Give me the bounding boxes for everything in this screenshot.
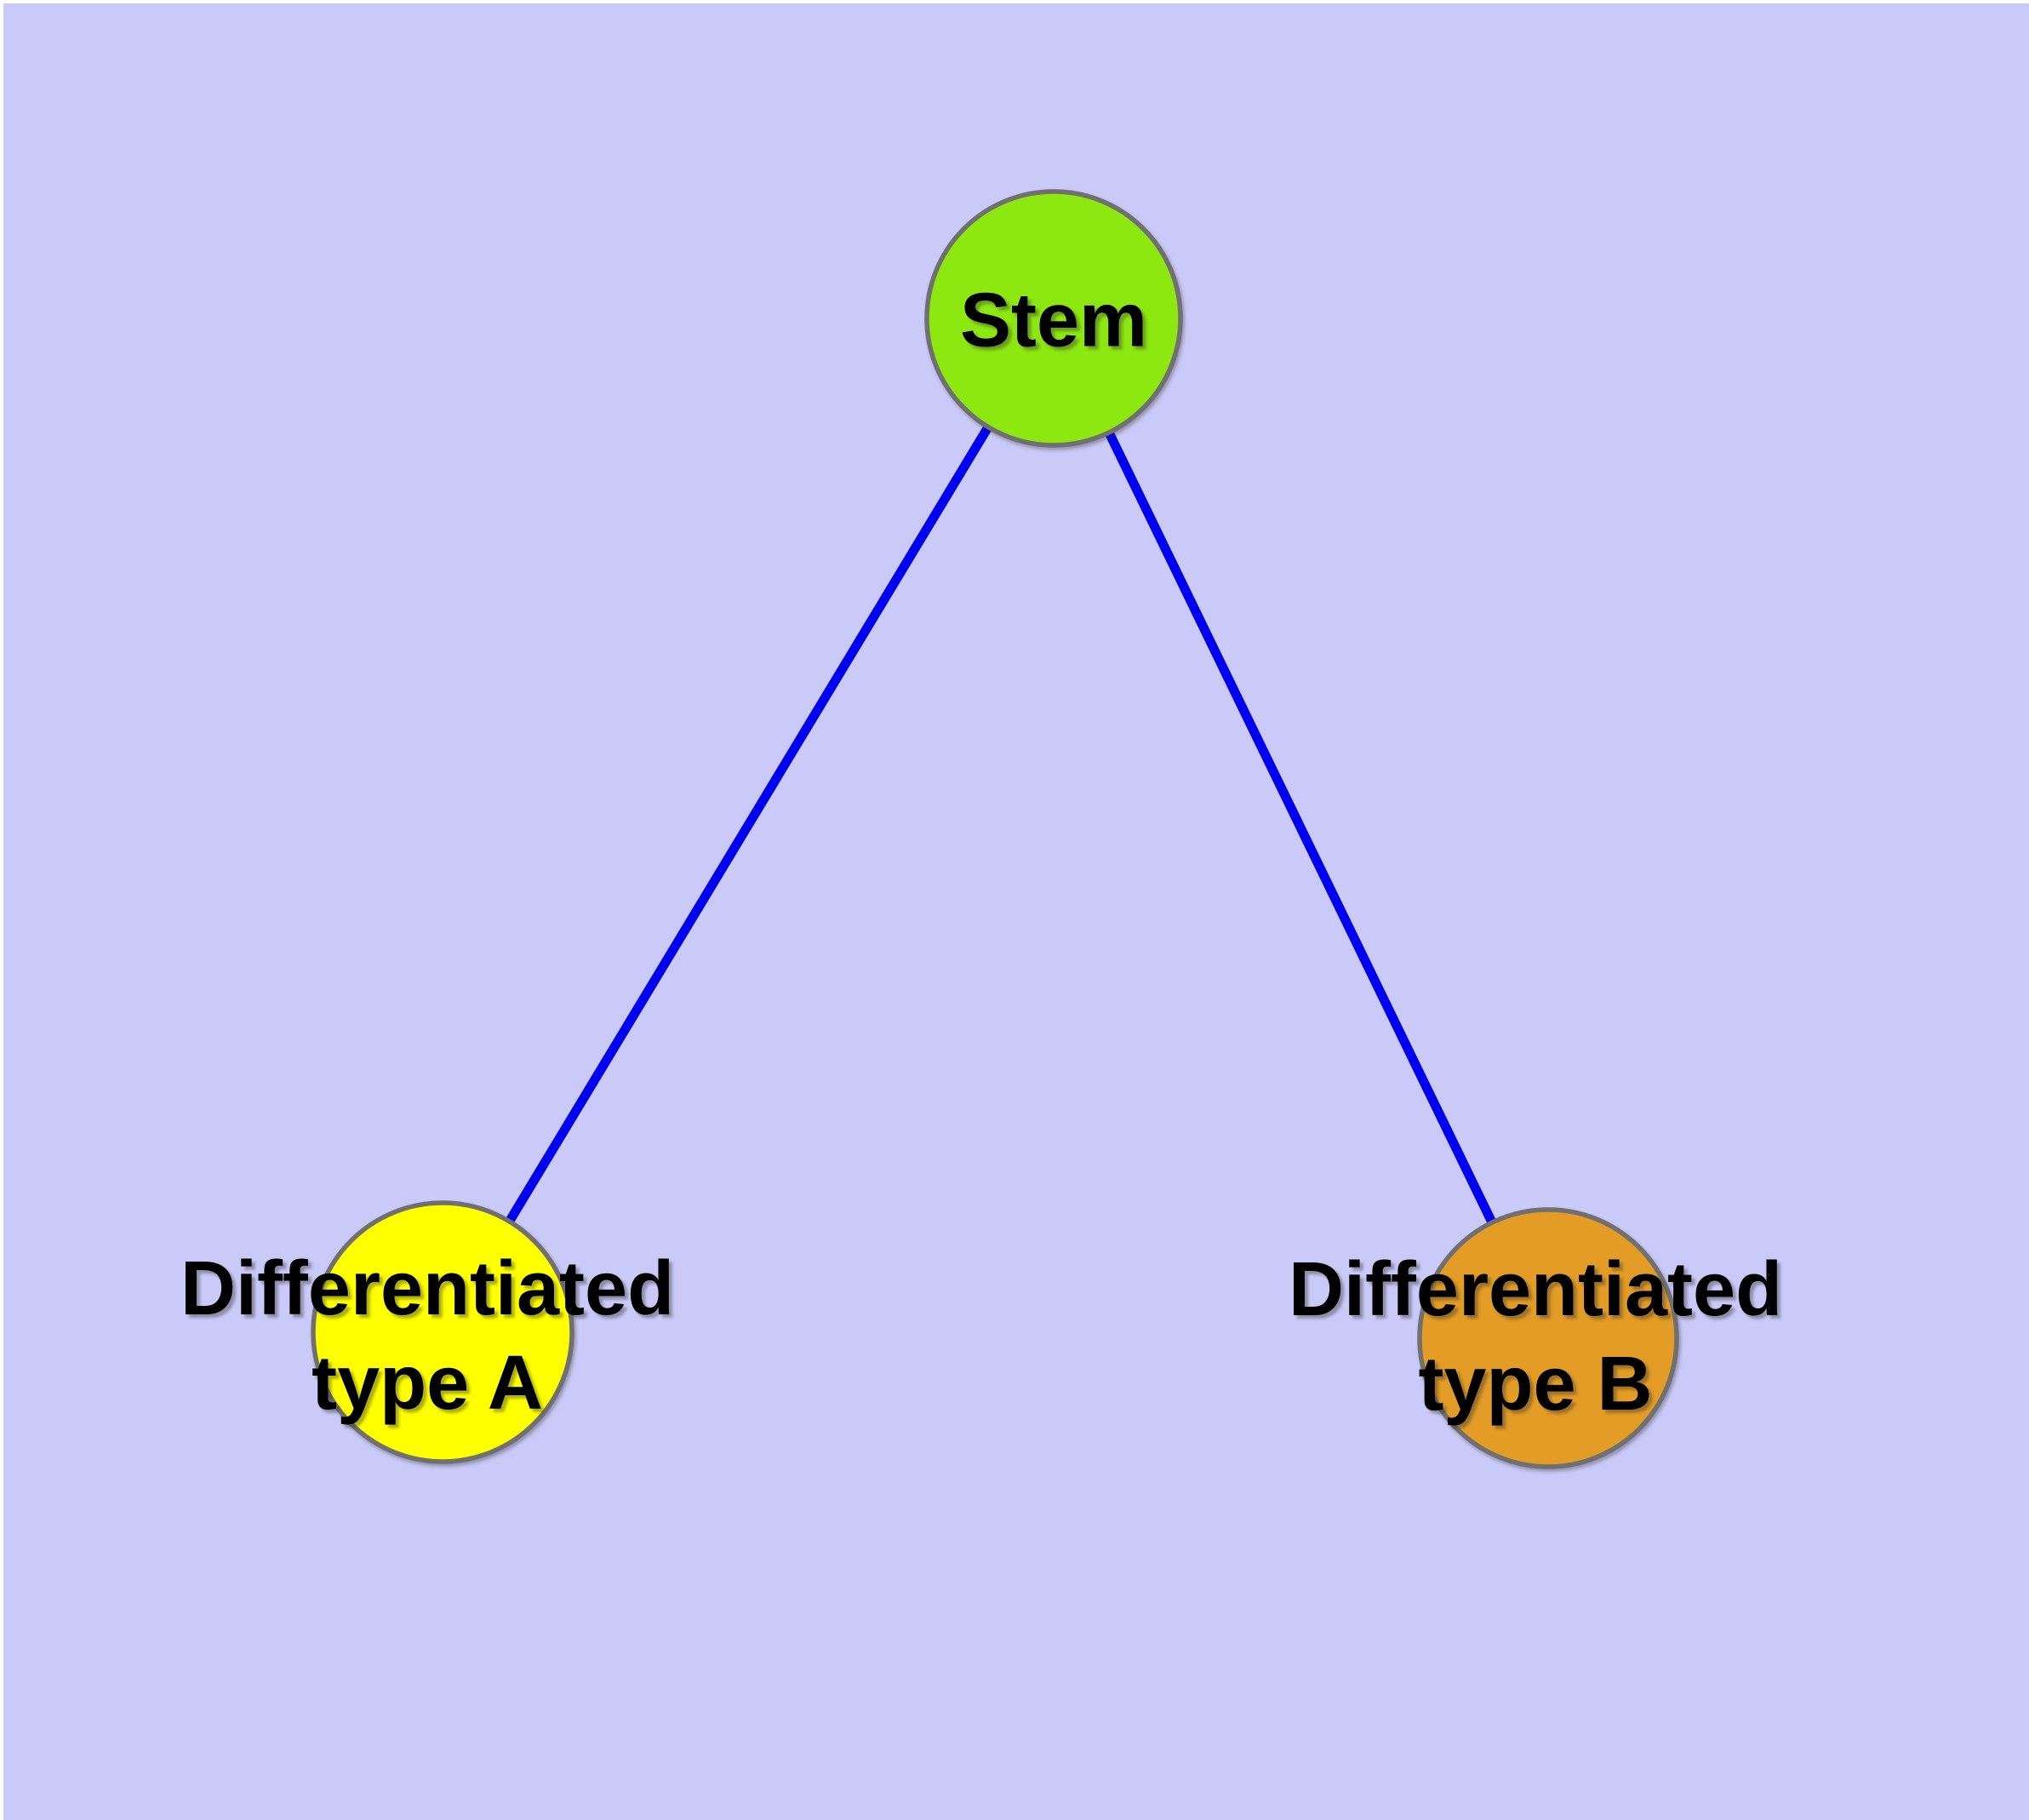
edge-stem-to-type-a [438, 316, 1058, 1335]
node-label-line: Stem [959, 278, 1148, 363]
node-label-line: Differentiated [1288, 1247, 1783, 1332]
edge-stem-to-type-b [1049, 316, 1552, 1341]
node-label-differentiated-type-b: Differentiated type B [1289, 1243, 1782, 1432]
node-label-stem: Stem [960, 274, 1147, 369]
node-stem [924, 189, 1183, 448]
node-label-differentiated-type-a: Differentiated type A [180, 1242, 674, 1431]
node-differentiated-type-a [311, 1200, 574, 1464]
node-label-line: type A [311, 1341, 543, 1426]
node-label-line: Differentiated [180, 1246, 675, 1331]
node-differentiated-type-b [1417, 1207, 1679, 1469]
node-label-line: type B [1418, 1342, 1653, 1427]
